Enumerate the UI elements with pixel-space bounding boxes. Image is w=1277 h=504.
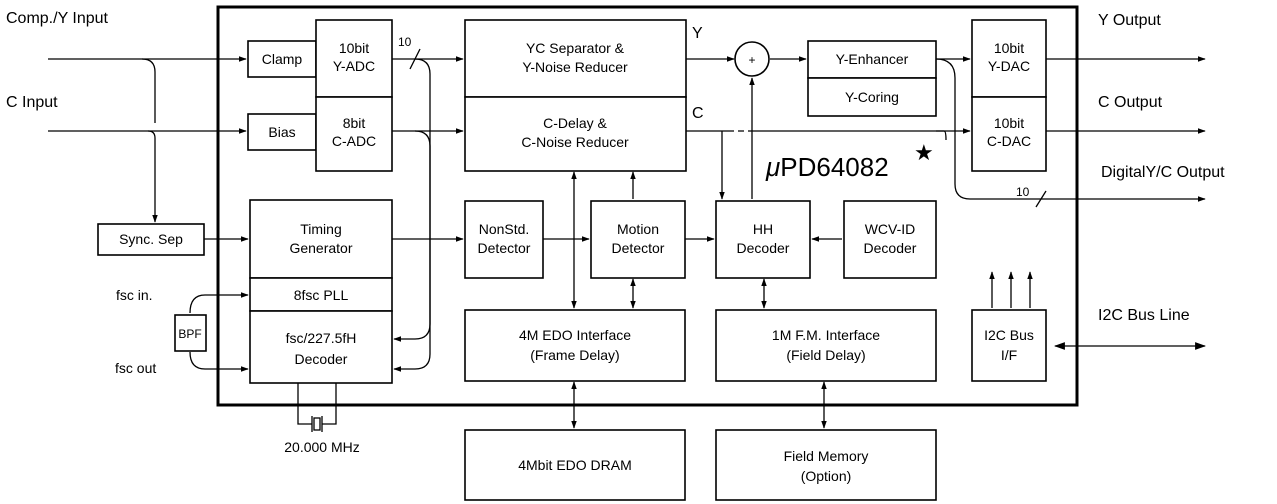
svg-text:Y-ADC: Y-ADC (333, 58, 375, 74)
svg-text:Generator: Generator (289, 240, 352, 256)
svg-text:8fsc PLL: 8fsc PLL (294, 287, 349, 303)
block-sync-sep: Sync. Sep (97, 223, 205, 256)
svg-text:(Field Delay): (Field Delay) (786, 347, 865, 363)
svg-text:10bit: 10bit (994, 115, 1024, 131)
block-nonstd-detector: NonStd. Detector (464, 200, 544, 279)
block-wcv-id-decoder: WCV-ID Decoder (843, 200, 937, 279)
svg-text:Detector: Detector (478, 240, 531, 256)
label-c-input: C Input (6, 94, 58, 111)
adder: + (734, 41, 770, 77)
svg-text:Sync. Sep: Sync. Sep (119, 231, 183, 247)
block-c-dac: 10bit C-DAC (971, 96, 1047, 172)
svg-text:YC Separator &: YC Separator & (526, 40, 625, 56)
signal-wires (48, 48, 1207, 432)
svg-text:(Option): (Option) (801, 468, 852, 484)
svg-text:8bit: 8bit (343, 115, 366, 131)
block-field-memory: Field Memory (Option) (715, 429, 937, 501)
chip-title-text: PD64082 (780, 152, 888, 182)
chip-title-prefix: μ (765, 152, 780, 182)
block-yc-separator: YC Separator & Y-Noise Reducer (464, 19, 687, 98)
block-y-enhancer: Y-Enhancer (807, 40, 937, 79)
svg-text:1M F.M. Interface: 1M F.M. Interface (772, 327, 880, 343)
bus-width-digital: 10 (1016, 185, 1030, 199)
block-timing-generator: Timing Generator (249, 199, 393, 279)
label-comp-y-input: Comp./Y Input (6, 10, 109, 27)
block-clamp: Clamp (247, 40, 317, 78)
block-motion-detector: Motion Detector (590, 200, 686, 279)
svg-text:C-Delay &: C-Delay & (543, 115, 607, 131)
svg-text:C-DAC: C-DAC (987, 133, 1031, 149)
svg-text:Decoder: Decoder (864, 240, 917, 256)
svg-text:NonStd.: NonStd. (479, 221, 530, 237)
svg-text:Motion: Motion (617, 221, 659, 237)
block-y-adc: 10bit Y-ADC (315, 19, 393, 98)
label-c-output: C Output (1098, 94, 1163, 111)
svg-text:HH: HH (753, 221, 773, 237)
svg-text:Field Memory: Field Memory (784, 448, 869, 464)
label-i2c-bus-line: I2C Bus Line (1098, 307, 1190, 324)
svg-text:WCV-ID: WCV-ID (865, 221, 916, 237)
block-i2c-if: I2C Bus I/F (971, 309, 1047, 382)
block-c-delay: C-Delay & C-Noise Reducer (464, 96, 687, 172)
svg-text:Detector: Detector (612, 240, 665, 256)
chip-outline (216, 5, 1079, 407)
svg-text:Decoder: Decoder (737, 240, 790, 256)
svg-text:4Mbit EDO DRAM: 4Mbit EDO DRAM (518, 457, 632, 473)
block-bpf: BPF (174, 314, 207, 352)
bus-width-adc: 10 (398, 35, 412, 49)
svg-text:Y-Noise Reducer: Y-Noise Reducer (522, 59, 628, 75)
svg-text:(Frame Delay): (Frame Delay) (530, 347, 619, 363)
block-c-adc: 8bit C-ADC (315, 96, 393, 172)
svg-text:Y-DAC: Y-DAC (988, 58, 1030, 74)
svg-text:μPD64082: μPD64082 (765, 152, 889, 182)
label-crystal: 20.000 MHz (284, 439, 359, 455)
svg-text:Decoder: Decoder (295, 351, 348, 367)
label-clamp: Clamp (262, 51, 303, 67)
svg-text:C-Noise Reducer: C-Noise Reducer (521, 134, 629, 150)
block-hh-decoder: HH Decoder (715, 200, 811, 279)
block-y-dac: 10bit Y-DAC (971, 19, 1047, 98)
svg-text:I/F: I/F (1001, 347, 1017, 363)
label-digital-yc-output: DigitalY/C Output (1101, 164, 1225, 181)
svg-text:Y-Coring: Y-Coring (845, 89, 899, 105)
label-fsc-out: fsc out (115, 360, 156, 376)
signal-label-y: Y (692, 25, 703, 42)
block-pll: 8fsc PLL (249, 277, 393, 312)
signal-label-c: C (692, 105, 704, 122)
block-bias: Bias (247, 113, 317, 151)
svg-text:Timing: Timing (300, 221, 342, 237)
svg-text:10bit: 10bit (994, 40, 1024, 56)
star-icon: ★ (914, 141, 934, 166)
svg-text:10bit: 10bit (339, 40, 369, 56)
adder-plus: + (748, 53, 755, 67)
block-fsc-decoder: fsc/227.5fH Decoder (249, 310, 393, 384)
block-y-coring: Y-Coring (807, 77, 937, 117)
svg-text:BPF: BPF (178, 327, 201, 341)
svg-text:fsc/227.5fH: fsc/227.5fH (286, 330, 357, 346)
svg-text:I2C Bus: I2C Bus (984, 327, 1034, 343)
label-bias: Bias (268, 124, 295, 140)
block-edo-dram: 4Mbit EDO DRAM (464, 429, 686, 501)
label-fsc-in: fsc in. (116, 287, 153, 303)
block-edo-interface: 4M EDO Interface (Frame Delay) (464, 309, 686, 382)
svg-text:Y-Enhancer: Y-Enhancer (836, 51, 909, 67)
svg-text:4M EDO Interface: 4M EDO Interface (519, 327, 631, 343)
block-fm-interface: 1M F.M. Interface (Field Delay) (715, 309, 937, 382)
svg-text:C-ADC: C-ADC (332, 133, 376, 149)
chip-title: μPD64082 ★ (765, 141, 934, 182)
label-y-output: Y Output (1098, 12, 1161, 29)
